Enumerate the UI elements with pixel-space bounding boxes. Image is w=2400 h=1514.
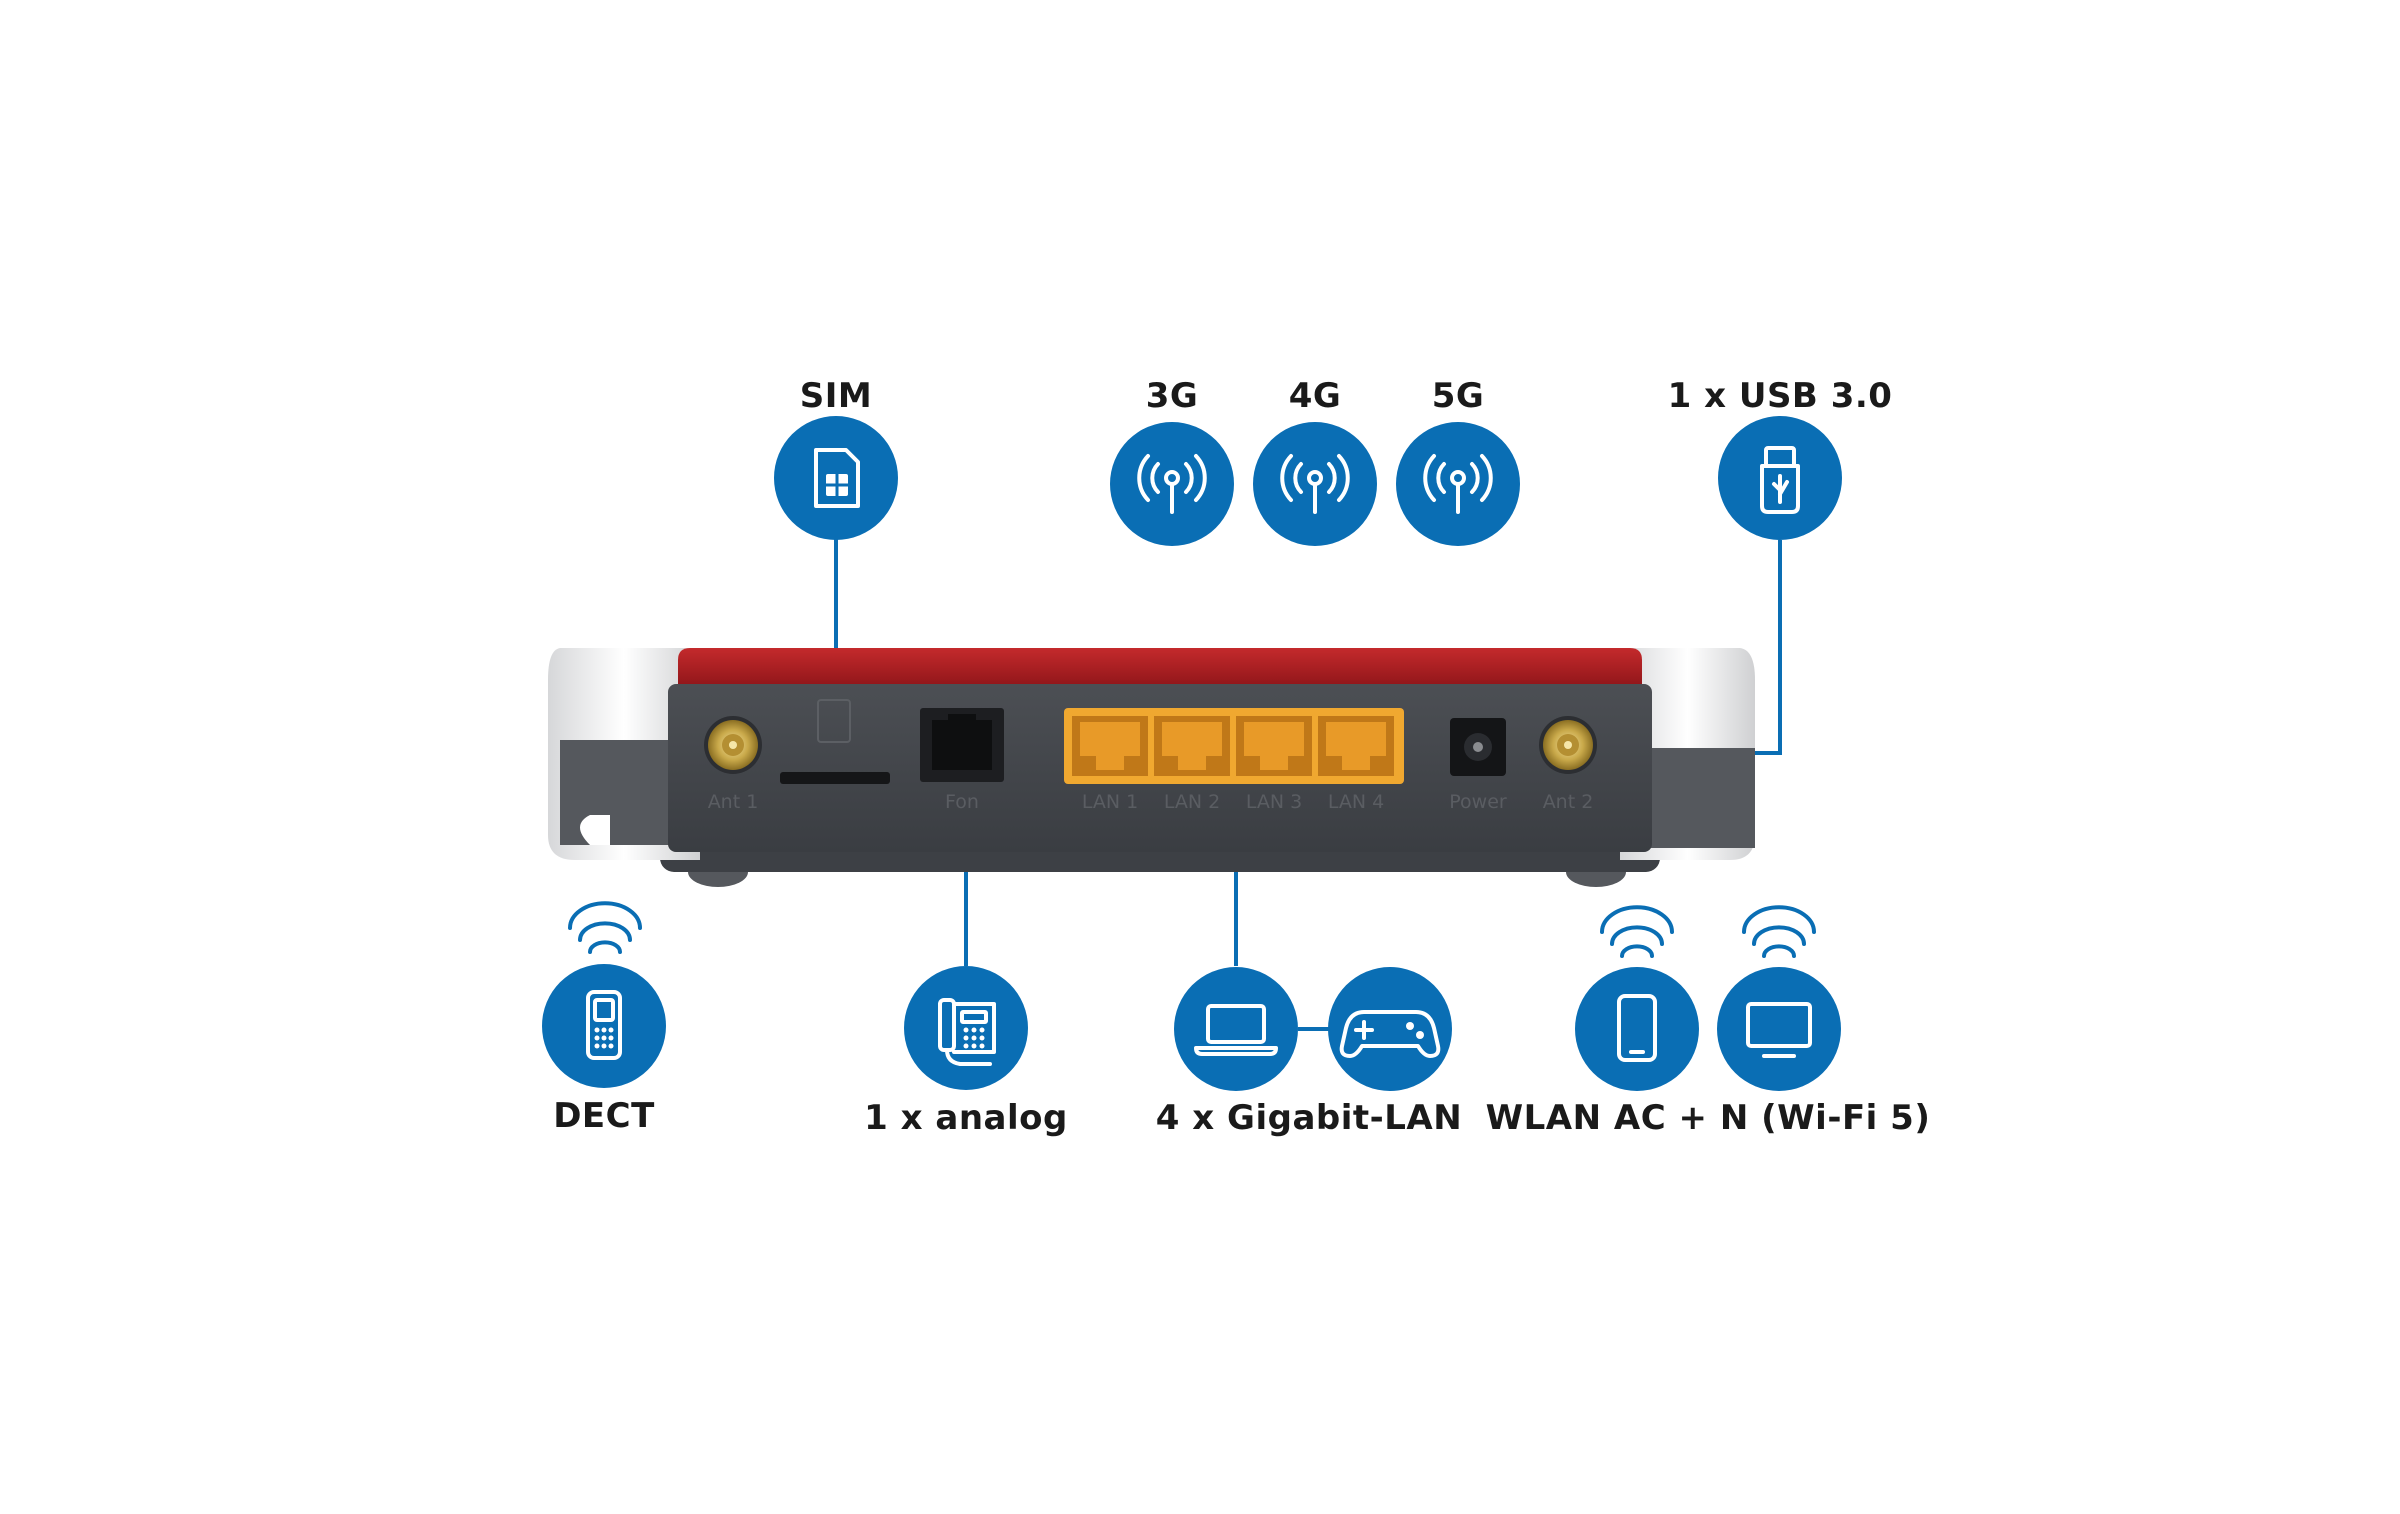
dect-label: DECT [553,1096,655,1136]
port-label-ant1: Ant 1 [708,791,759,813]
3g-badge [1110,422,1234,546]
gigabit-lan-label: 4 x Gigabit-LAN [1155,1098,1463,1138]
lan-port-1 [1072,716,1148,776]
analog-badge [904,966,1028,1090]
lan-port-group [1064,708,1404,784]
ant1-connector [704,716,762,774]
sim-slot-marking [817,699,851,743]
antenna-icon [1423,454,1493,514]
smartphone-icon [1617,994,1657,1062]
port-label-lan2: LAN 2 [1164,791,1220,813]
lan-port-2 [1154,716,1230,776]
5g-label: 5G [1431,376,1485,416]
power-jack [1450,718,1506,776]
router-red-band [678,648,1642,688]
router-left-notch [580,815,610,845]
gamepad-icon [1339,1010,1441,1058]
3g-label: 3G [1145,376,1199,416]
monitor-badge [1717,905,1841,1091]
port-label-ant2: Ant 2 [1543,791,1594,813]
wifi-waves-icon [1742,905,1816,958]
usb-connector-line [1755,540,1782,755]
wifi-waves-icon [1600,905,1674,958]
port-label-fon: Fon [945,791,979,813]
analog-label: 1 x analog [864,1098,1068,1138]
antenna-icon [1137,454,1207,514]
sim-badge [774,416,898,540]
laptop-badge [1174,967,1298,1091]
5g-badge [1396,422,1520,546]
lan-port-3 [1236,716,1312,776]
sim-card-slot [780,772,890,784]
laptop-icon [1194,1004,1278,1056]
gamepad-badge [1328,967,1452,1091]
port-label-lan4: LAN 4 [1328,791,1384,813]
router-back-panel: Ant 1 Fon LAN 1 LAN 2 LAN 3 LAN 4 Power … [548,648,1755,887]
wifi-waves-icon [568,901,642,954]
usb-label: 1 x USB 3.0 [1667,376,1893,416]
port-label-lan3: LAN 3 [1246,791,1302,813]
wlan-label: WLAN AC + N (Wi-Fi 5) [1485,1098,1931,1138]
sim-card-icon [814,448,860,508]
4g-badge [1253,422,1377,546]
dect-phone-icon [586,990,622,1060]
usb-badge [1718,416,1842,540]
4g-label: 4G [1288,376,1342,416]
monitor-icon [1746,1002,1812,1058]
antenna-icon [1280,454,1350,514]
fon-port [920,708,1004,782]
dect-badge [542,901,666,1088]
usb-stick-icon [1760,446,1800,514]
smartphone-badge [1575,905,1699,1091]
port-label-power: Power [1449,791,1507,813]
lan-port-4 [1318,716,1394,776]
connector-lines [834,512,1782,1031]
desk-phone-icon [938,998,996,1066]
sim-label: SIM [799,376,873,416]
ant2-connector [1539,716,1597,774]
port-label-lan1: LAN 1 [1082,791,1138,813]
